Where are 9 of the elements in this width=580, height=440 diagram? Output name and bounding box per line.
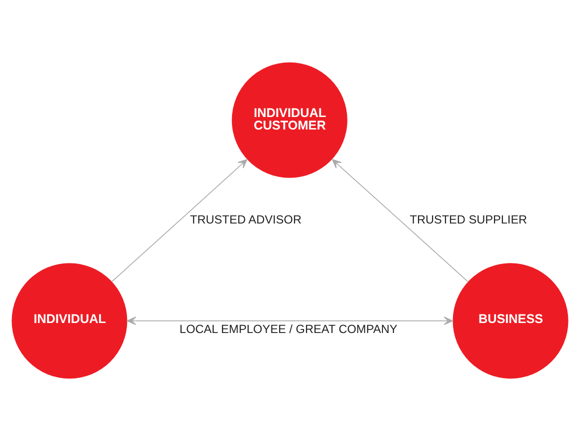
edge-label: LOCAL EMPLOYEE / GREAT COMPANY xyxy=(180,321,398,336)
node-circle: INDIVIDUAL CUSTOMER xyxy=(232,62,348,178)
node-circle: BUSINESS xyxy=(452,262,568,378)
edge-label: TRUSTED SUPPLIER xyxy=(410,212,528,226)
node-circle: INDIVIDUAL xyxy=(12,262,128,378)
arrow xyxy=(126,316,453,325)
arrow xyxy=(332,158,468,282)
edge-label: TRUSTED ADVISOR xyxy=(190,212,302,226)
arrow xyxy=(111,158,248,282)
